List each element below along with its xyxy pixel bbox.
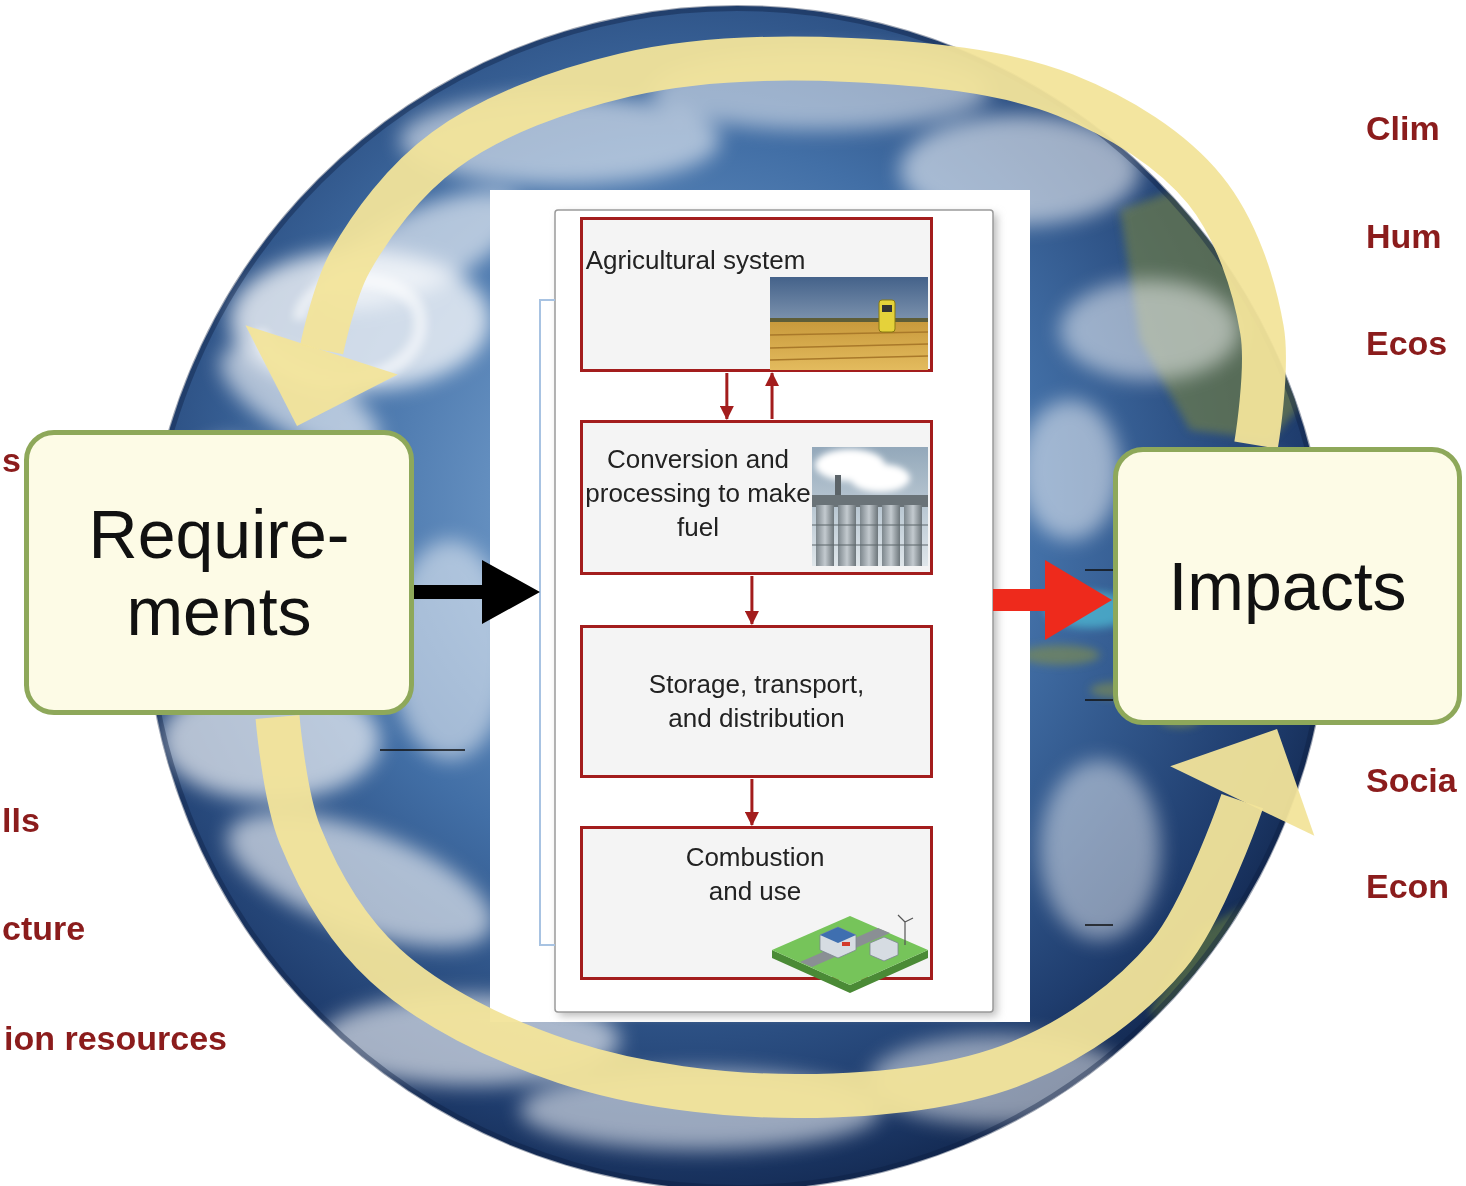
steam-cloud (850, 464, 910, 492)
car (842, 942, 850, 946)
island (1020, 645, 1100, 665)
flow-connector (750, 576, 753, 624)
side-label: ion resources (4, 1018, 227, 1059)
curved-arrow-body (322, 59, 1264, 445)
input-arrow (414, 560, 540, 624)
city-illustration (772, 915, 928, 993)
ground-side (772, 950, 928, 993)
flow-arrow (751, 576, 752, 624)
requirements-box: Require- ments (24, 430, 414, 715)
process-label: Agricultural system (583, 244, 808, 278)
wheat-rows (770, 332, 928, 360)
side-label: s (2, 440, 21, 481)
box-title: Require- ments (69, 496, 369, 648)
impacts-box: Impacts (1113, 447, 1462, 725)
process-box: Combustion and use (580, 826, 933, 980)
process-label: Storage, transport, and distribution (632, 668, 882, 736)
side-label: Econ (1366, 866, 1449, 907)
silo (816, 505, 834, 566)
box-title: Impacts (1168, 548, 1406, 624)
flow-arrow (751, 779, 752, 825)
side-label: cture (2, 908, 85, 949)
silo-bands (812, 525, 928, 545)
cloud (1020, 400, 1120, 540)
flow-arrow (726, 373, 727, 419)
wheat-field (770, 322, 928, 370)
feedback-arrow (245, 59, 1263, 445)
curved-arrow-head (1170, 729, 1314, 836)
plant-building (812, 495, 928, 507)
steam-cloud (815, 449, 885, 481)
side-label: Socia (1366, 760, 1457, 801)
leader-line (1085, 699, 1113, 701)
leader-line (1085, 569, 1113, 571)
ground-top (772, 916, 928, 985)
side-label: Ecos (1366, 323, 1447, 364)
sky (770, 277, 928, 370)
silo (838, 505, 856, 566)
process-box: Storage, transport, and distribution (580, 625, 933, 778)
system-panel (490, 190, 1030, 1022)
silo (882, 505, 900, 566)
chimney (835, 475, 841, 505)
cloud (1060, 280, 1240, 380)
cloud (1040, 760, 1160, 940)
side-label: Clim (1366, 108, 1440, 149)
silo (904, 505, 922, 566)
curved-arrow-head (245, 325, 397, 426)
side-label: lls (2, 800, 40, 841)
flow-connector (725, 373, 728, 419)
system-frame (555, 210, 993, 1012)
wind-turbine (898, 915, 913, 945)
road (800, 928, 890, 967)
side-label: Hum (1366, 216, 1442, 257)
sky (812, 447, 928, 566)
pump-screen (882, 305, 892, 312)
treeline (770, 318, 928, 323)
flow-connector (750, 779, 753, 825)
flow-connector (771, 373, 774, 419)
silo (860, 505, 878, 566)
process-label: Conversion and processing to make fuel (583, 443, 813, 544)
system-bracket (540, 300, 555, 945)
fuel-pump (879, 300, 895, 332)
factory-photo (812, 447, 928, 566)
building (870, 937, 898, 961)
flow-arrow (772, 373, 773, 419)
process-box: Agricultural system (580, 217, 933, 372)
process-label: Combustion and use (675, 841, 835, 909)
process-box: Conversion and processing to make fuel (580, 420, 933, 575)
leader-line (1085, 924, 1113, 926)
output-arrow (993, 560, 1112, 640)
steam (815, 449, 910, 492)
field-photo (770, 277, 928, 370)
roof-panel (820, 927, 856, 943)
building (820, 927, 856, 958)
leader-line (380, 749, 465, 751)
